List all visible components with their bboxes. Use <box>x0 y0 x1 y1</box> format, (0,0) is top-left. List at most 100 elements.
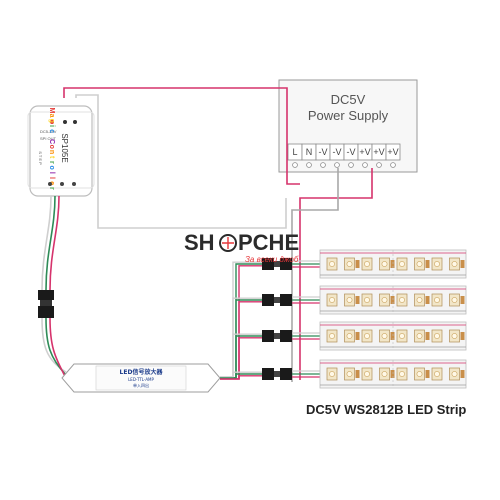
led-lens-icon <box>399 261 405 267</box>
terminal-label: -V <box>347 147 356 157</box>
led-strip <box>319 321 467 351</box>
resistor-icon <box>390 370 395 378</box>
data-wire <box>41 195 52 291</box>
connector-female <box>280 368 292 380</box>
brand-letter: c <box>48 129 55 133</box>
resistor-icon <box>390 296 395 304</box>
output-wire <box>220 263 262 379</box>
controller-fine-print-2: SPI OUT <box>40 136 57 141</box>
terminal-screw-icon <box>362 162 368 168</box>
connector-male <box>262 294 274 306</box>
led-strips <box>319 249 467 389</box>
terminal-screw-icon <box>306 162 312 168</box>
shop-watermark: SH PCHE За всеки джоб <box>184 230 299 264</box>
connector-female <box>280 294 292 306</box>
led-lens-icon <box>346 297 353 303</box>
terminal-cell <box>385 143 401 161</box>
led-lens-icon <box>346 333 353 339</box>
led-lens-icon <box>399 333 405 339</box>
controller-body <box>29 105 93 197</box>
terminal-label: +V <box>387 147 398 157</box>
power-supply-subtitle: Power Supply <box>308 108 389 123</box>
amplifier-outputs <box>220 258 320 380</box>
output-wire <box>220 333 262 378</box>
resistor-icon <box>355 332 360 340</box>
led-lens-icon <box>381 261 388 267</box>
controller-output-cable <box>38 195 67 379</box>
output-wire <box>220 261 262 378</box>
amplifier-model: LED-TTL-AMP <box>128 377 154 382</box>
data-wire <box>49 317 67 379</box>
connector-female <box>280 330 292 342</box>
led-lens-icon <box>399 371 405 377</box>
led-lens-icon <box>399 297 405 303</box>
led-lens-icon <box>329 297 335 303</box>
terminal-screw-icon <box>292 162 298 168</box>
brand-letter: o <box>48 165 55 169</box>
button-icon[interactable] <box>48 182 52 186</box>
data-wire <box>45 195 56 291</box>
output-wire <box>220 371 262 378</box>
terminal-screw-icon <box>390 162 396 168</box>
resistor-icon <box>460 370 465 378</box>
connector-male <box>262 368 274 380</box>
watermark-left: SH <box>184 230 215 255</box>
resistor-icon <box>390 332 395 340</box>
connector-pin <box>274 333 280 339</box>
button-icon[interactable] <box>60 182 64 186</box>
led-lens-icon <box>434 371 440 377</box>
brand-letter: g <box>48 119 55 123</box>
output-wire <box>220 373 262 379</box>
led-lens-icon <box>364 297 370 303</box>
port-dot-icon <box>63 120 67 124</box>
strip-caption: DC5V WS2812B LED Strip <box>306 402 466 417</box>
led-lens-icon <box>364 261 370 267</box>
resistor-icon <box>425 370 430 378</box>
resistor-icon <box>355 260 360 268</box>
led-strip <box>319 249 467 279</box>
power-supply-title: DC5V <box>331 92 366 107</box>
output-wire <box>220 299 262 379</box>
connector-pin <box>274 261 280 267</box>
resistor-icon <box>425 260 430 268</box>
connector-pin <box>274 297 280 303</box>
terminal-label: -V <box>333 147 342 157</box>
button-icon[interactable] <box>72 182 76 186</box>
amplifier-spec: 单入四出 <box>133 382 149 388</box>
brand-letter: l <box>48 177 55 179</box>
brand-letter: C <box>48 139 55 144</box>
brand-letter: o <box>48 145 55 149</box>
led-lens-icon <box>329 371 335 377</box>
led-lens-icon <box>416 297 423 303</box>
resistor-icon <box>425 332 430 340</box>
controller-fine-print: DC5-24V <box>40 129 57 134</box>
brand-letter: r <box>48 161 55 164</box>
amplifier-label-box <box>95 365 187 391</box>
controller-button-labels: S T E P <box>38 151 43 165</box>
resistor-icon <box>355 370 360 378</box>
resistor-icon <box>460 332 465 340</box>
terminal-label: +V <box>359 147 370 157</box>
controller-model: SP105E <box>60 133 69 162</box>
output-wire <box>220 375 262 380</box>
controller-positive-wire <box>63 87 300 185</box>
brand-letter: n <box>48 150 55 154</box>
led-lens-icon <box>451 371 458 377</box>
terminal-screw-icon <box>334 162 340 168</box>
brand-letter: M <box>48 107 55 113</box>
connector-pin <box>40 300 52 306</box>
shopping-bag-icon <box>219 234 237 252</box>
brand-letter: r <box>48 187 55 190</box>
led-strip <box>319 359 467 389</box>
terminal-screw-icon <box>376 162 382 168</box>
led-lens-icon <box>381 333 388 339</box>
status-led-icon <box>50 120 54 124</box>
led-lens-icon <box>346 261 353 267</box>
output-wire <box>220 301 262 380</box>
brand-letter: i <box>48 125 55 127</box>
